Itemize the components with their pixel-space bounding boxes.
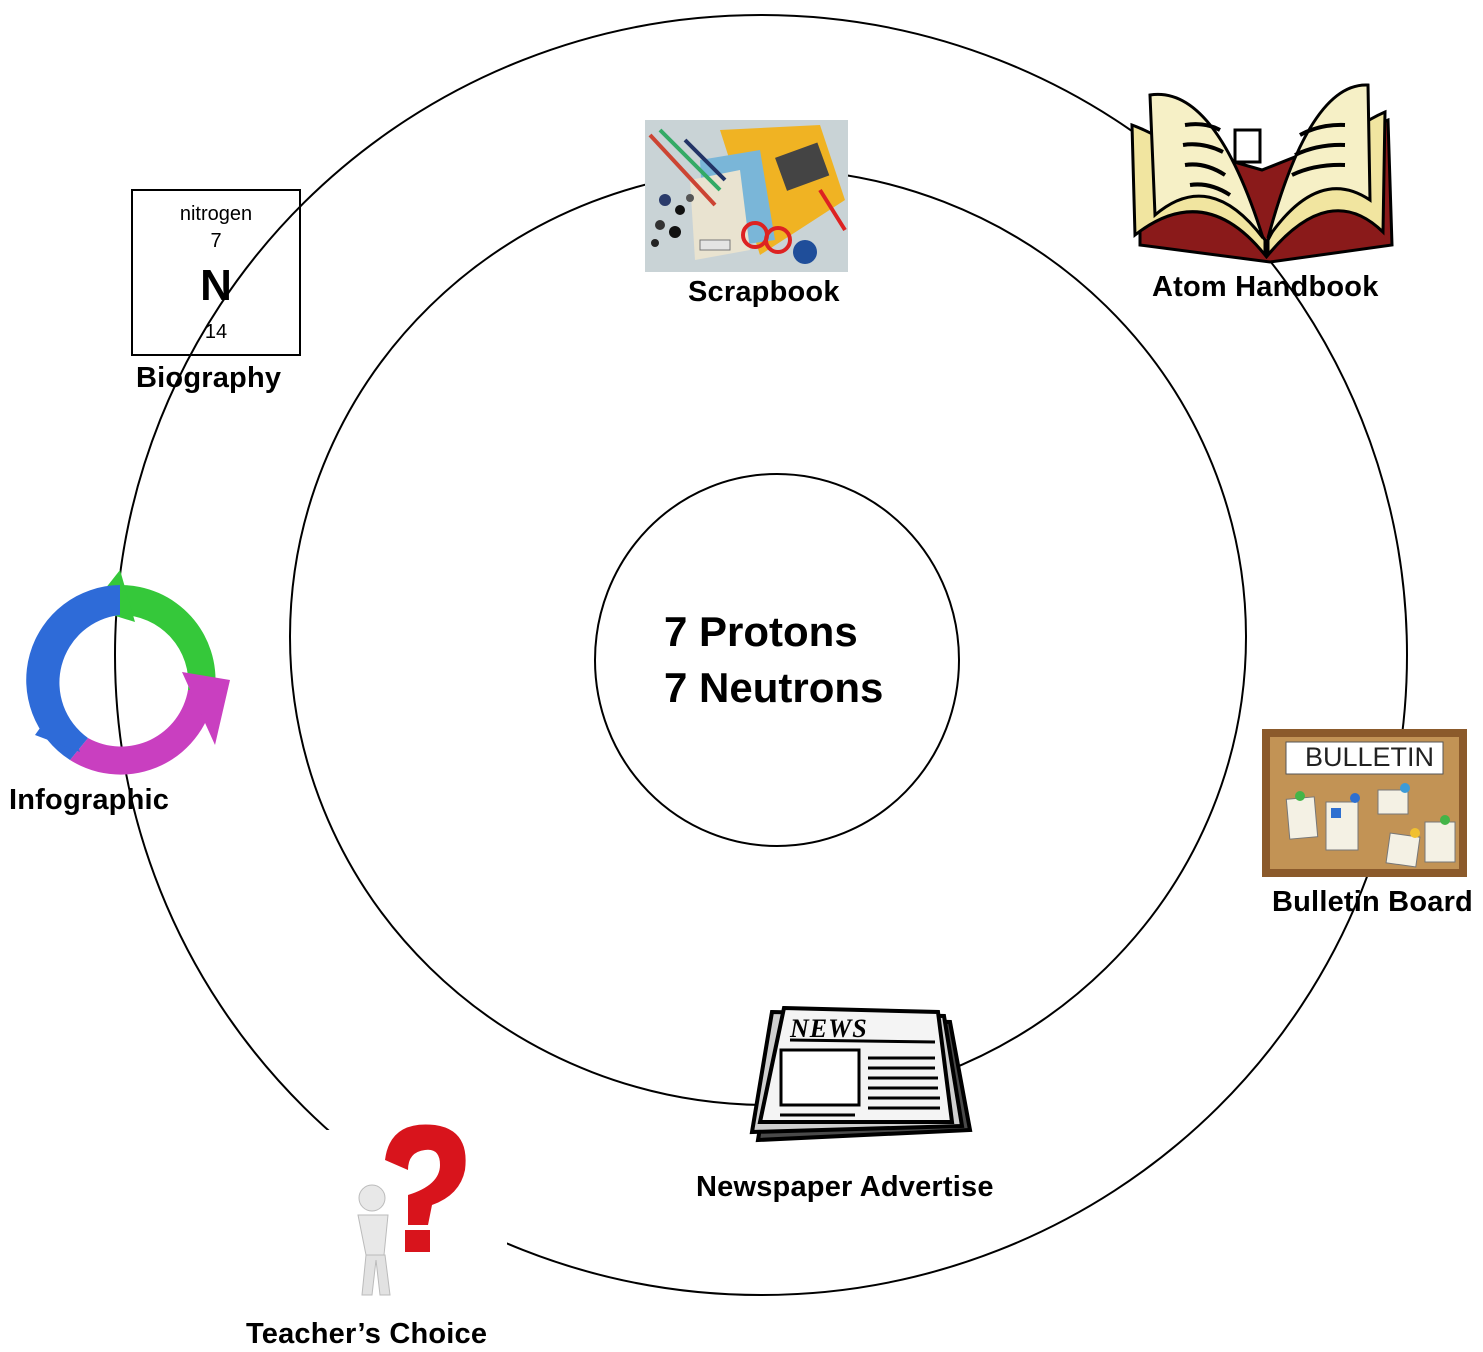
biography-label: Biography [136, 362, 282, 394]
open-book-icon [1130, 83, 1394, 264]
nucleus-label: 7 Protons 7 Neutrons [664, 604, 883, 716]
infographic-label: Infographic [9, 784, 170, 816]
bulletin-sign: BULLETIN [1304, 742, 1435, 772]
question-figure-icon [312, 1124, 507, 1310]
teacher-choice-label: Teacher’s Choice [246, 1318, 488, 1350]
news-masthead: NEWS [790, 1014, 868, 1043]
element-name: nitrogen [179, 203, 253, 225]
newspaper-icon [749, 1005, 973, 1143]
protons-count: 7 Protons [664, 608, 858, 655]
outer-orbit [114, 14, 1408, 1296]
scrapbook-label: Scrapbook [688, 276, 840, 308]
bulletin-label: Bulletin Board [1272, 886, 1473, 918]
scrapbook-supplies-icon [645, 120, 848, 272]
atomic-mass: 14 [204, 321, 228, 343]
bulletin-board-icon [1262, 729, 1467, 877]
element-symbol: N [200, 261, 232, 310]
newspaper-label: Newspaper Advertise [696, 1171, 994, 1203]
nucleus-circle [594, 473, 960, 847]
neutrons-count: 7 Neutrons [664, 664, 884, 711]
atomic-number: 7 [210, 230, 222, 252]
element-tile: nitrogen 7 N 14 [131, 189, 301, 356]
handbook-label: Atom Handbook [1152, 271, 1379, 303]
cycle-arrows-icon [26, 570, 230, 775]
